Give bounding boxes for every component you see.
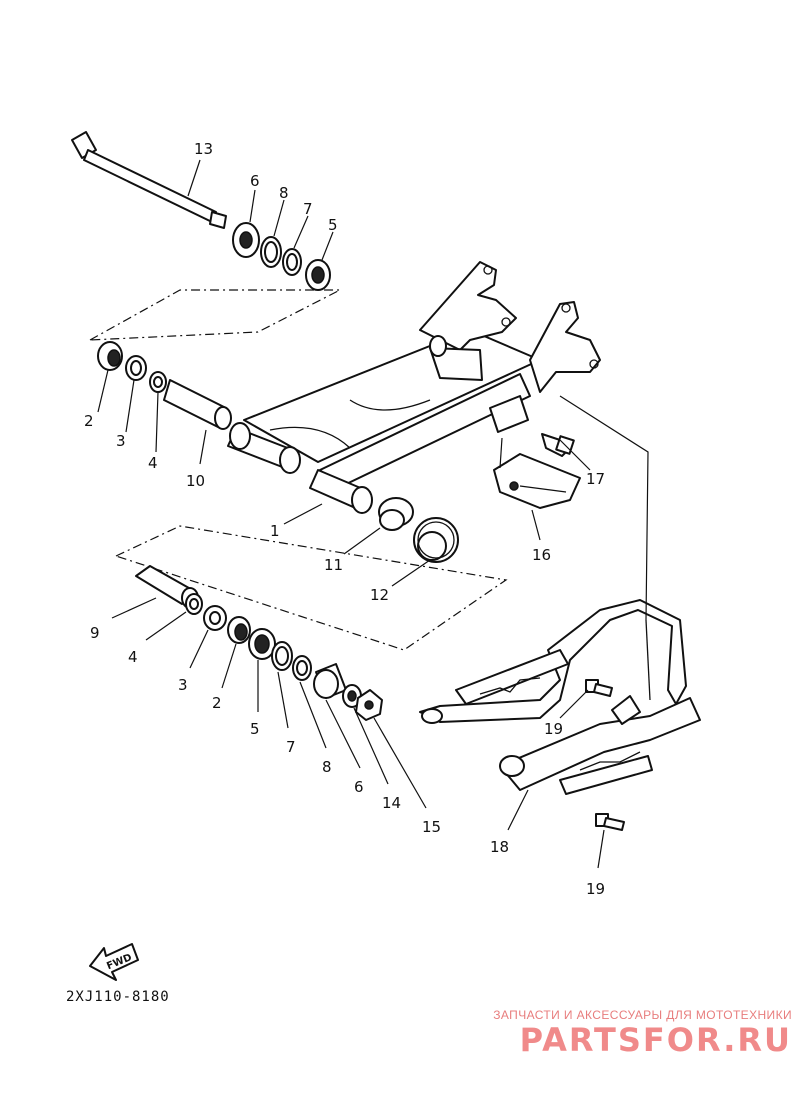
watermark-tagline: ЗАПЧАСТИ И АКСЕССУАРЫ ДЛЯ МОТОТЕХНИКИ [493,1008,792,1022]
callout-19-lower: 19 [586,880,605,898]
callout-10: 10 [186,472,205,490]
footrest-guard-18 [419,599,701,795]
lower-bearing-stack [135,565,383,721]
callout-8-lower: 8 [322,758,332,776]
callout-5: 5 [328,216,338,234]
callout-17: 17 [586,470,605,488]
fwd-arrow-icon: FWD [89,943,139,981]
callout-12: 12 [370,586,389,604]
bolt-19-upper [585,679,613,697]
watermark: ЗАПЧАСТИ И АКСЕССУАРЫ ДЛЯ МОТОТЕХНИКИ PA… [472,1008,792,1058]
callout-9: 9 [90,624,100,642]
callout-19: 19 [544,720,563,738]
callout-3-lower: 3 [178,676,188,694]
pivot-shaft-13 [71,131,227,229]
callout-4: 4 [148,454,158,472]
callout-5-lower: 5 [250,720,260,738]
callout-6-lower: 6 [354,778,364,796]
callout-15: 15 [422,818,441,836]
callout-7: 7 [303,200,313,218]
callout-2-lower: 2 [212,694,222,712]
callout-7-lower: 7 [286,738,296,756]
seals-11-12 [378,497,459,563]
callout-18: 18 [490,838,509,856]
lower-group-outline [114,525,508,651]
callout-11: 11 [324,556,343,574]
left-upper-bearings [97,341,232,430]
callout-13: 13 [194,140,213,158]
callout-16: 16 [532,546,551,564]
upper-group-outline [89,289,341,341]
callout-6: 6 [250,172,260,190]
leader-lines [97,159,649,869]
callout-2: 2 [84,412,94,430]
chain-slider-16 [493,453,581,509]
callout-4-lower: 4 [128,648,138,666]
diagram-code: 2XJ110-8180 [66,989,170,1005]
callout-8: 8 [279,184,289,202]
callout-1: 1 [270,522,280,540]
watermark-logo: PARTSFOR.RU [519,1021,792,1059]
callout-3: 3 [116,432,126,450]
bolt-19-lower [595,813,625,831]
callout-labels: 13 6 8 7 5 2 3 4 10 1 11 12 17 16 9 4 3 … [84,140,605,898]
upper-bearing-stack [232,222,331,291]
callout-14: 14 [382,794,401,812]
bolt-17 [541,433,575,457]
swingarm-1 [227,261,601,514]
